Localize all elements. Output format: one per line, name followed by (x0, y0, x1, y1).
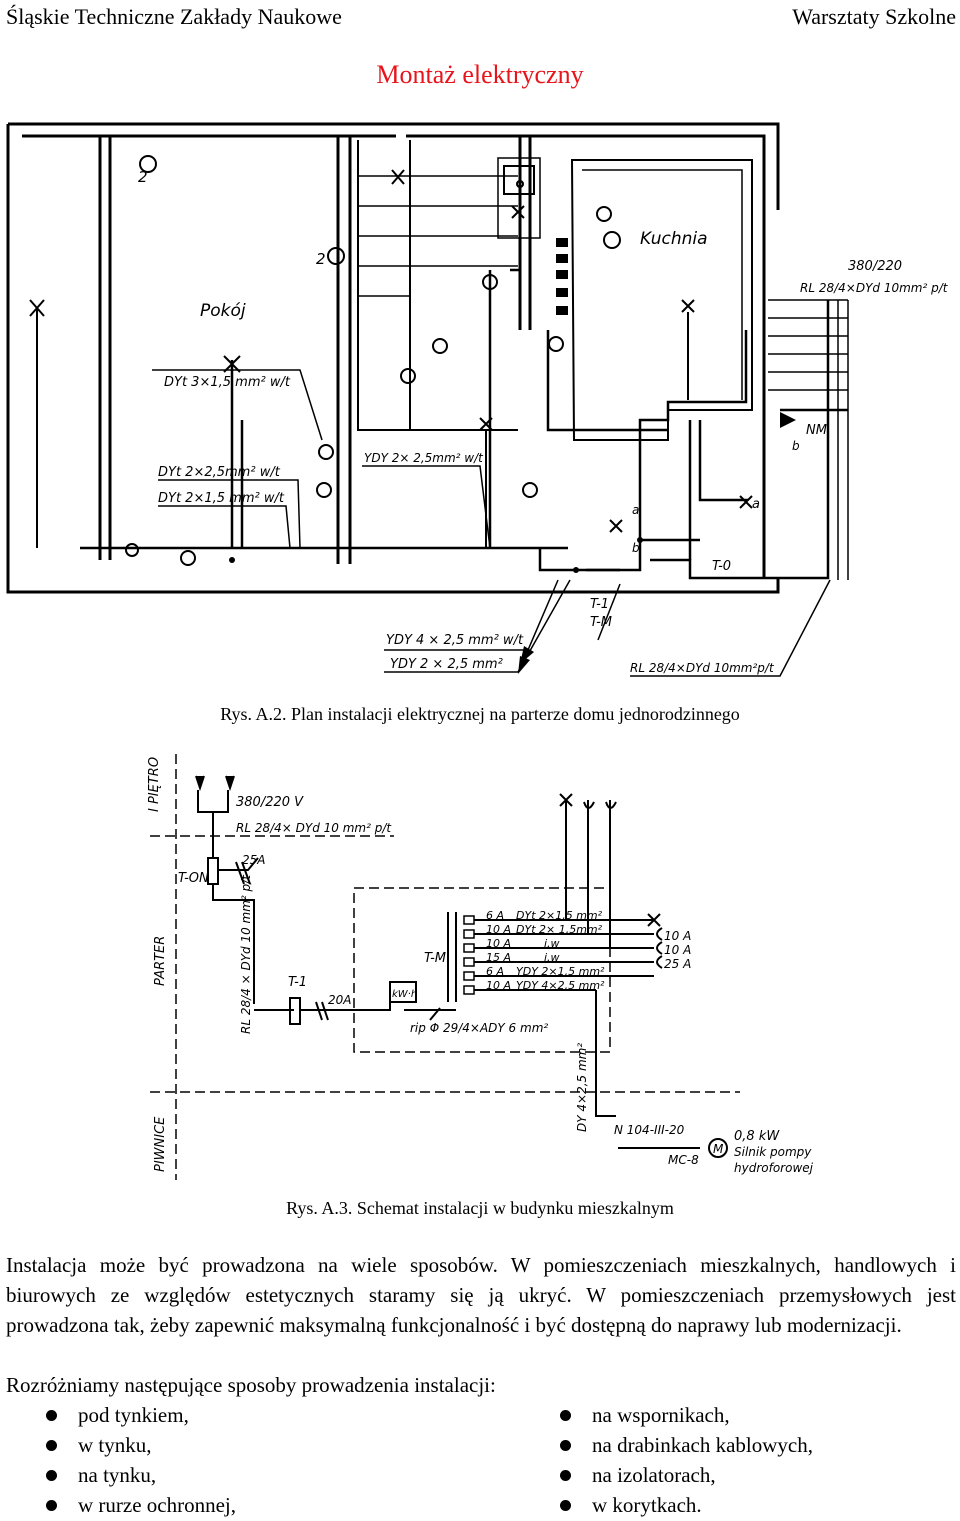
list-item: na drabinkach kablowych, (520, 1430, 813, 1460)
schem-motor-power: 0,8 kW (734, 1129, 780, 1144)
schem-mc: MC-8 (668, 1153, 699, 1167)
schem-motor-symbol: M (713, 1142, 724, 1156)
plan-rl-bottom: RL 28/4×DYd 10mm²p/t (630, 661, 775, 675)
list-item: w tynku, (6, 1430, 236, 1460)
bullet-list-left: pod tynkiem, w tynku, na tynku, w rurze … (6, 1400, 236, 1520)
header-right: Warsztaty Szkolne (792, 4, 956, 29)
schem-cable-1: DYt 2× 1,5mm² (516, 923, 603, 936)
schem-fuse-20a: 20A (328, 993, 351, 1007)
schem-fuse-3: 15 A (486, 951, 511, 964)
schem-motor-desc-2: hydroforowej (734, 1161, 814, 1175)
floor-plan-figure: 2 2 Pokój Kuchnia DYt 3×1,5 mm² w/t DYt … (6, 122, 949, 677)
list-item: w rurze ochronnej, (6, 1490, 236, 1520)
plan-cable-dyt3: DYt 3×1,5 mm² w/t (164, 375, 291, 390)
plan-cable-dyt2-25: DYt 2×2,5mm² w/t (158, 465, 281, 480)
bullet-list-right: na wspornikach, na drabinkach kablowych,… (520, 1400, 813, 1520)
header-left: Śląskie Techniczne Zakłady Naukowe (6, 4, 342, 29)
schem-riser: RL 28/4 × DYd 10 mm² p/t (239, 874, 253, 1034)
plan-label-a1: a (752, 497, 760, 512)
schem-dy-cable: DY 4×2,5 mm² (575, 1043, 589, 1132)
schem-ton: T-ON (178, 871, 209, 886)
list-item: na izolatorach, (520, 1460, 813, 1490)
plan-label-b2: b (632, 541, 640, 555)
plan-room-kuchnia: Kuchnia (640, 229, 708, 249)
schem-tm: T-M (424, 951, 446, 966)
plan-num-2a: 2 (138, 168, 148, 186)
schem-cable-5: YDY 4×2,5 mm² (516, 979, 605, 992)
list-item: pod tynkiem, (6, 1400, 236, 1430)
schem-voltage: 380/220 V (236, 795, 304, 810)
schem-motor-desc-1: Silnik pompy (734, 1145, 812, 1159)
plan-room-pokoj: Pokój (200, 301, 246, 321)
plan-cable-ydy-stairs: YDY 2× 2,5mm² w/t (364, 451, 484, 465)
list-item: w korytkach. (520, 1490, 813, 1520)
schem-floor-ground: PARTER (153, 936, 168, 986)
schem-supply: RL 28/4× DYd 10 mm² p/t (236, 821, 392, 835)
schem-cable-3: j.w (542, 951, 560, 964)
plan-cable-dyt2-15: DYt 2×1,5 mm² w/t (158, 491, 285, 506)
schem-t1: T-1 (288, 975, 307, 990)
schem-kwh: kW·h (392, 989, 417, 1000)
page-title: Montaż elektryczny (376, 60, 584, 89)
schem-switch: N 104-III-20 (614, 1123, 685, 1137)
list-item: na tynku, (6, 1460, 236, 1490)
paragraph-intro: Instalacja może być prowadzona na wiele … (6, 1253, 956, 1337)
schem-outlet-1: 10 A (664, 943, 691, 957)
schem-fuse-1: 10 A (486, 923, 511, 936)
plan-ydy2: YDY 2 × 2,5 mm² (390, 657, 503, 672)
schem-fuse-25a: 25A (242, 853, 265, 867)
schem-outlet-2: 25 A (664, 957, 691, 971)
schem-floor-cellar: PIWNICE (153, 1116, 168, 1172)
plan-label-a2: a (632, 503, 639, 517)
plan-ydy4: YDY 4 × 2,5 mm² w/t (386, 633, 524, 648)
paragraph-list-intro: Rozróżniamy następujące sposoby prowadze… (6, 1373, 496, 1397)
figure2-caption: Rys. A.3. Schemat instalacji w budynku m… (286, 1198, 674, 1218)
schem-cable-2: j.w (542, 937, 560, 950)
plan-nm: NM (806, 423, 827, 438)
schem-floor-upper: I PIĘTRO (147, 757, 162, 812)
schem-rip: rip Φ 29/4×ADY 6 mm² (410, 1021, 548, 1035)
plan-supply-cable: RL 28/4×DYd 10mm² p/t (800, 281, 949, 295)
schem-fuse-4: 6 A (486, 965, 504, 978)
plan-label-b1: b (792, 439, 800, 453)
plan-num-2b: 2 (316, 250, 326, 268)
plan-t1: T-1 (590, 597, 609, 612)
figure1-caption: Rys. A.2. Plan instalacji elektrycznej n… (220, 704, 740, 724)
list-item: na wspornikach, (520, 1400, 813, 1430)
schem-cable-4: YDY 2×1,5 mm² (516, 965, 605, 978)
plan-tm: T-M (590, 615, 612, 630)
plan-voltage: 380/220 (848, 259, 902, 274)
schem-outlet-0: 10 A (664, 929, 691, 943)
schem-fuse-5: 10 A (486, 979, 511, 992)
plan-t0: T-0 (712, 559, 731, 574)
schem-fuse-0: 6 A (486, 909, 504, 922)
schem-fuse-2: 10 A (486, 937, 511, 950)
schem-cable-0: DYt 2×1,5 mm² (516, 909, 603, 922)
schematic-figure: I PIĘTRO PARTER PIWNICE 380/220 V RL 28/… (147, 754, 814, 1180)
